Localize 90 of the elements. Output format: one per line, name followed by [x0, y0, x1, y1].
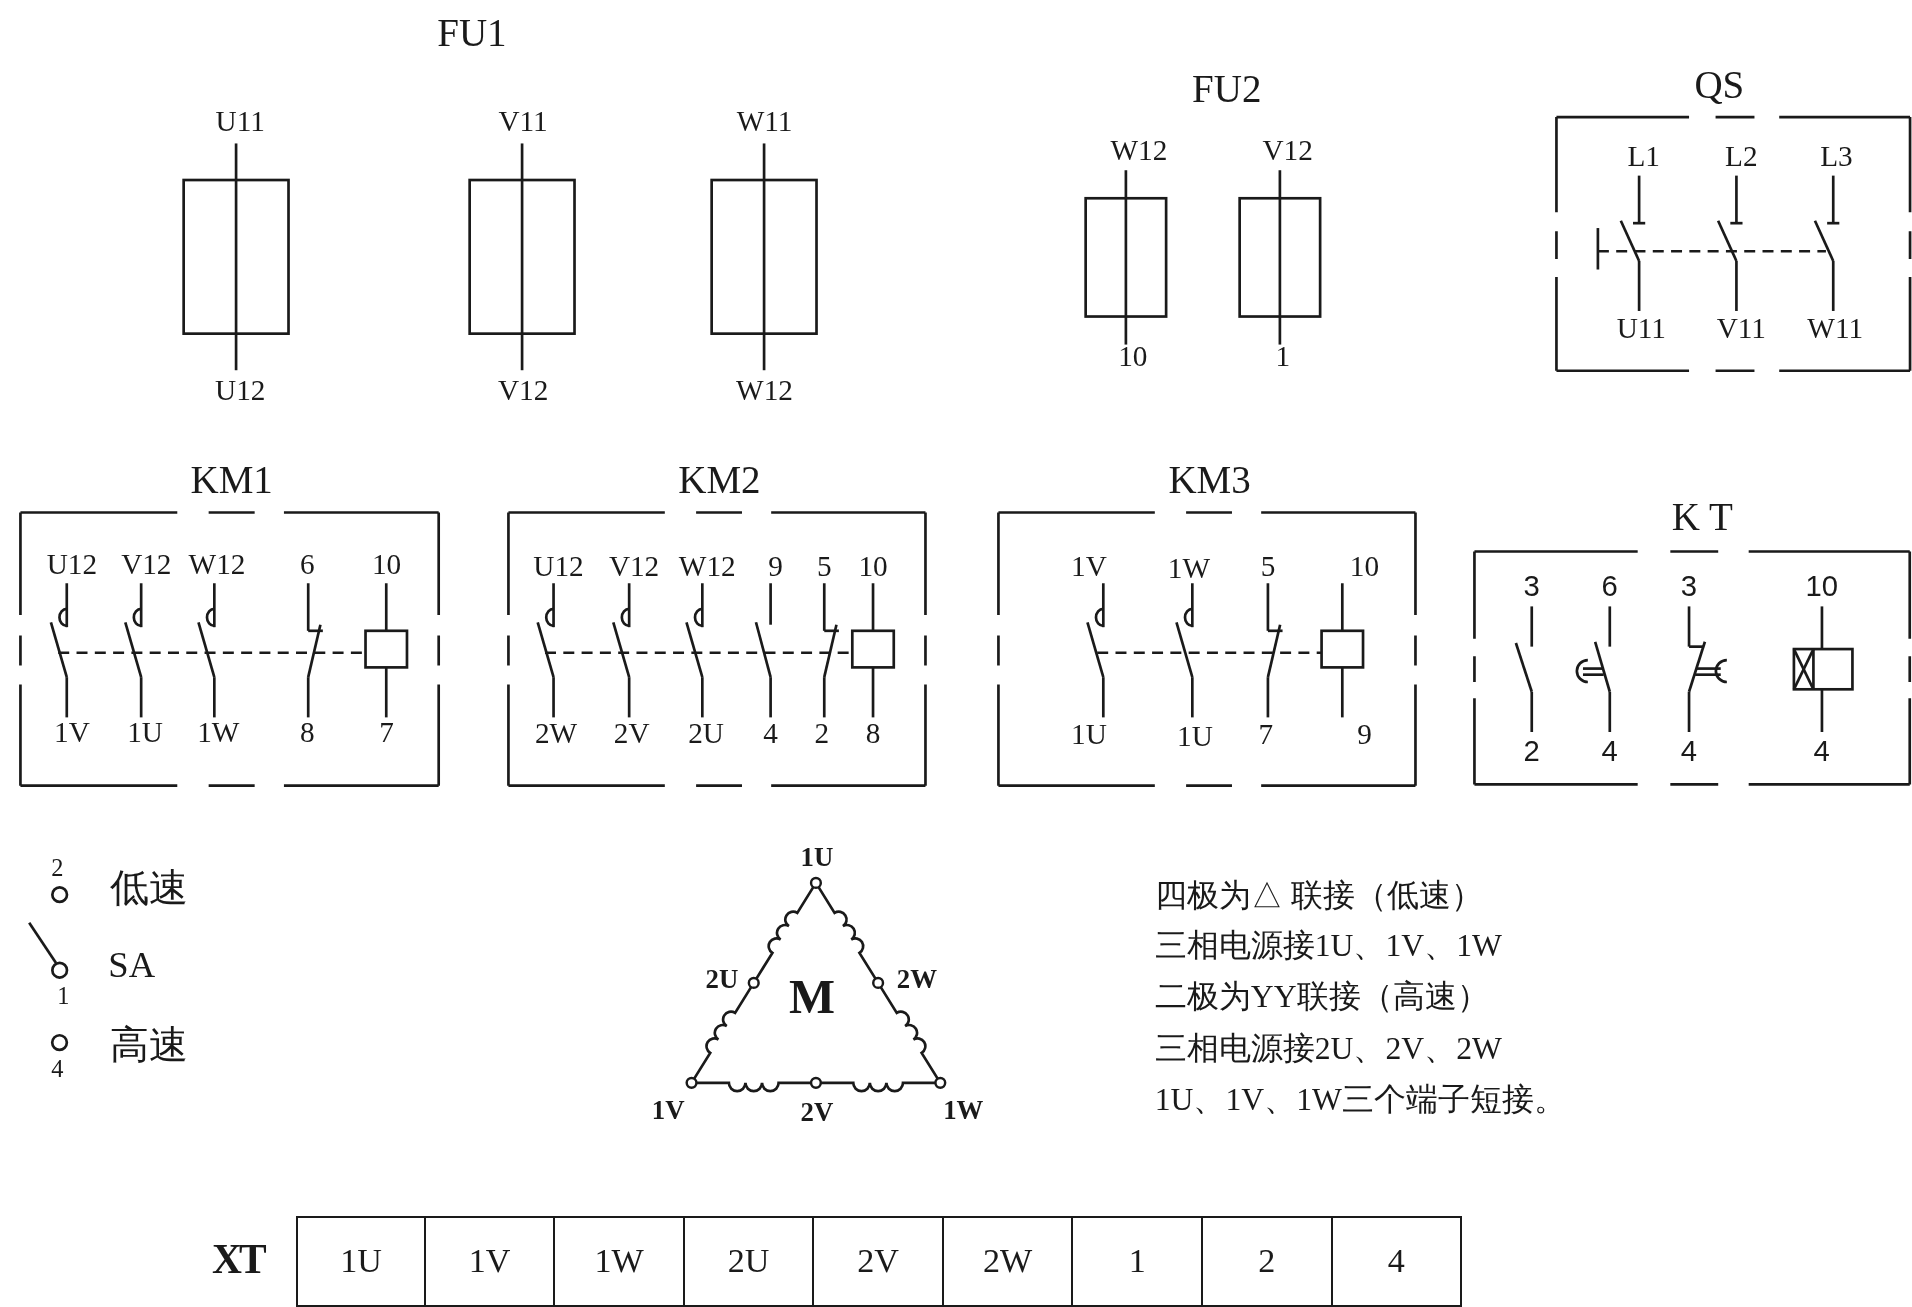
component-label: K T — [1671, 497, 1733, 537]
component-label: FU1 — [437, 13, 507, 53]
terminal-label: 2 — [51, 856, 64, 881]
terminal-label: 4 — [763, 719, 778, 749]
terminal-label: W11 — [736, 107, 793, 137]
terminal-label: 1U — [127, 718, 163, 748]
terminal-label: 6 — [299, 549, 315, 580]
component-label: M — [789, 973, 836, 1022]
terminal-label: W12 — [1110, 136, 1168, 166]
terminal-cell: 2 — [1203, 1215, 1333, 1307]
terminal-label: 1U — [800, 843, 834, 871]
terminal-label: 2 — [814, 719, 830, 749]
terminal-label: 1U — [1071, 720, 1107, 750]
component-label: KM2 — [678, 460, 761, 500]
switch-position-label: 低速 — [109, 868, 188, 908]
terminal-cell: 1W — [555, 1215, 685, 1307]
terminal-label: 3 — [1523, 571, 1540, 602]
terminal-cell: 1 — [1073, 1215, 1203, 1307]
terminal-cell: 1U — [296, 1215, 426, 1307]
terminal-label: U12 — [533, 552, 584, 582]
terminal-label: 2U — [688, 719, 724, 749]
terminal-label: 4 — [1680, 737, 1697, 767]
fuse-symbol — [1081, 169, 1170, 347]
terminal-label: 4 — [51, 1057, 64, 1082]
terminal-label: 4 — [1601, 737, 1618, 767]
terminal-label: 1 — [1275, 342, 1291, 372]
terminal-label: W11 — [1807, 314, 1864, 344]
component-label: KM1 — [190, 460, 273, 500]
terminal-label: 5 — [1260, 552, 1276, 582]
terminal-strip-label: XT — [212, 1238, 264, 1281]
terminal-label: 3 — [1680, 571, 1697, 602]
terminal-label: L3 — [1820, 142, 1853, 172]
terminal-label: 1V — [54, 718, 90, 748]
terminal-label: V11 — [498, 107, 548, 137]
terminal-label: V12 — [121, 549, 172, 580]
terminal-label: 2V — [613, 719, 650, 749]
terminal-label: 7 — [379, 718, 394, 748]
terminal-cell: 1V — [425, 1215, 556, 1307]
note-text: 四极为△ 联接（低速） — [1154, 880, 1483, 913]
terminal-label: W12 — [678, 552, 736, 582]
component-label: QS — [1694, 65, 1745, 105]
component-label: FU2 — [1192, 69, 1262, 109]
terminal-label: L1 — [1627, 142, 1660, 172]
note-text: 三相电源接2U、2V、2W — [1154, 1032, 1502, 1065]
switch-position-label: 高速 — [109, 1025, 188, 1065]
terminal-label: 2V — [800, 1098, 834, 1126]
terminal-cell: 2W — [943, 1215, 1074, 1307]
terminal-label: U11 — [1616, 314, 1666, 344]
terminal-label: 7 — [1258, 720, 1274, 750]
terminal-cell: 2U — [684, 1215, 815, 1307]
terminal-label: 10 — [1118, 342, 1148, 372]
terminal-label: 1W — [943, 1096, 984, 1124]
terminal-cell: 4 — [1332, 1215, 1463, 1307]
component-label: SA — [108, 946, 156, 983]
terminal-label: 4 — [1813, 737, 1830, 767]
terminal-label: 8 — [299, 718, 315, 748]
terminal-label: 1 — [57, 984, 70, 1009]
terminal-label: 1W — [1167, 554, 1210, 585]
terminal-label: 10 — [1349, 552, 1380, 582]
terminal-label: 8 — [865, 719, 881, 749]
terminal-label: 2W — [534, 719, 578, 749]
terminal-label: 9 — [768, 552, 783, 582]
terminal-label: V12 — [497, 376, 549, 407]
terminal-label: W12 — [188, 549, 246, 580]
note-text: 三相电源接1U、1V、1W — [1154, 930, 1502, 963]
terminal-label: 1V — [1071, 552, 1107, 582]
terminal-label: W12 — [736, 376, 793, 407]
terminal-label: 6 — [1601, 571, 1618, 602]
terminal-label: 2W — [896, 965, 938, 993]
component-label: KM3 — [1168, 460, 1251, 500]
terminal-label: U12 — [46, 549, 98, 580]
terminal-label: 2 — [1523, 737, 1540, 767]
terminal-label: 1V — [651, 1096, 685, 1124]
note-text: 1U、1V、1W三个端子短接。 — [1154, 1084, 1566, 1116]
terminal-label: 10 — [858, 552, 888, 582]
terminal-label: 10 — [371, 549, 402, 580]
terminal-label: 9 — [1357, 720, 1372, 750]
terminal-label: U12 — [215, 376, 266, 407]
terminal-label: V12 — [1262, 136, 1313, 166]
terminal-label: 1W — [197, 718, 240, 748]
note-text: 二极为YY联接（高速） — [1154, 981, 1489, 1014]
terminal-label: 1U — [1177, 721, 1213, 752]
terminal-label: V12 — [608, 552, 660, 582]
terminal-label: V11 — [1716, 314, 1766, 344]
terminal-label: 5 — [816, 552, 832, 582]
terminal-cell: 2V — [814, 1215, 944, 1307]
terminal-label: 2U — [705, 965, 739, 993]
terminal-label: L2 — [1725, 142, 1758, 172]
terminal-label: 10 — [1805, 571, 1838, 602]
terminal-label: U11 — [215, 107, 265, 137]
